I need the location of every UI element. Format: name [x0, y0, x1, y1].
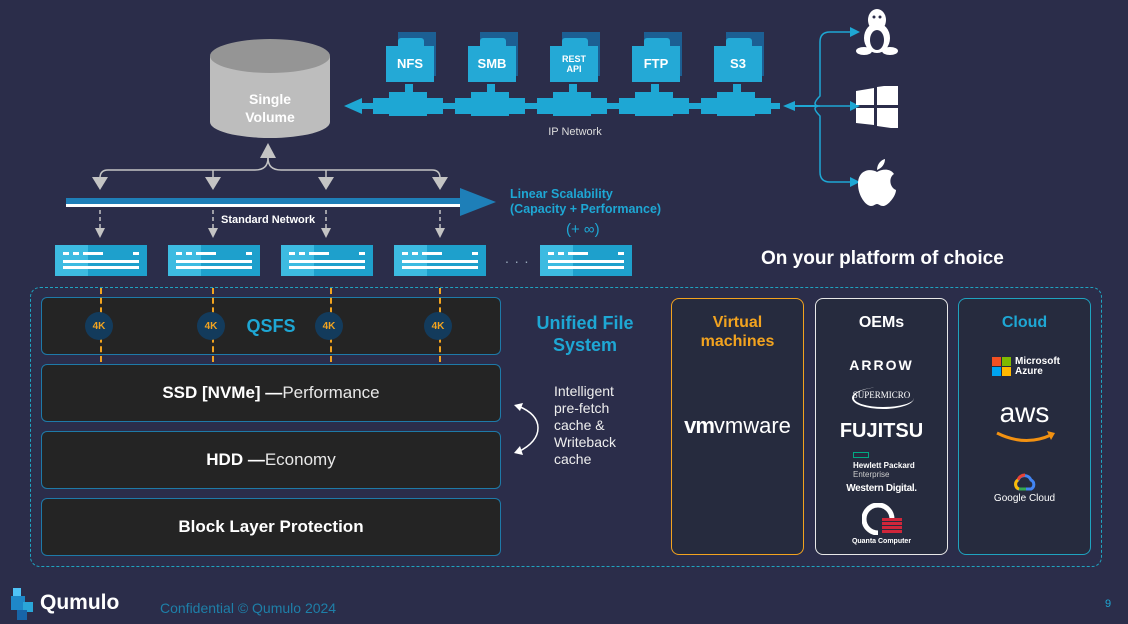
unified-line-2: System	[552, 335, 618, 355]
supermicro-logo: SUPERMICRO	[852, 390, 911, 400]
azure-line-2: Azure	[1015, 366, 1043, 377]
unified-line-1: Unified File	[536, 313, 634, 333]
cache-line: pre-fetch	[554, 400, 610, 416]
protocol-nfs: NFS	[384, 32, 436, 84]
oems-box: OEMs ARROW SUPERMICRO FUJITSU Hewlett Pa…	[815, 298, 948, 555]
vmware-logo: vmvmware	[684, 413, 791, 438]
protocol-label: NFS	[397, 56, 423, 71]
layer-subtitle: Performance	[282, 383, 380, 402]
standard-network-label: Standard Network	[221, 214, 316, 226]
protocol-smb: SMB	[466, 32, 518, 84]
layer-title: SSD [NVMe] —	[162, 383, 283, 402]
ip-network-label: IP Network	[548, 126, 602, 138]
hpe-logo: Hewlett Packard Enterprise	[853, 461, 915, 479]
protocol-label: SMB	[477, 56, 507, 71]
server-node	[168, 245, 260, 276]
ip-network-bus	[344, 84, 818, 116]
scalability-label: Linear Scalability (Capacity + Performan…	[510, 187, 661, 217]
virtual-machines-box: Virtual machines vmvmware	[671, 298, 804, 555]
page-number: 9	[1105, 598, 1112, 610]
microsoft-logo-icon	[992, 357, 1012, 377]
cache-line: Intelligent	[554, 383, 614, 399]
google-cloud-logo: Google Cloud	[993, 493, 1056, 504]
server-node	[281, 245, 373, 276]
layer-title: Block Layer Protection	[178, 517, 364, 536]
infinity-label: (+ ∞)	[566, 221, 600, 238]
hpe-line-2: Enterprise	[853, 470, 890, 479]
unified-file-system-label: Unified File System	[515, 312, 655, 356]
qumulo-logo-icon	[11, 588, 33, 620]
block-badge: 4K	[424, 312, 452, 340]
server-node	[394, 245, 486, 276]
windows-icon	[856, 86, 898, 128]
cache-line: cache	[554, 451, 592, 467]
layer-subtitle: Economy	[264, 450, 336, 469]
standard-network-diagram	[66, 143, 496, 238]
volume-label-1: Single	[248, 91, 291, 107]
cache-cycle-icon	[514, 403, 539, 455]
block-badge: 4K	[197, 312, 225, 340]
linux-icon	[856, 9, 898, 55]
block-protection-layer: Block Layer Protection	[41, 498, 501, 556]
fujitsu-logo: FUJITSU	[839, 420, 924, 442]
hdd-layer: HDD — Economy	[41, 431, 501, 489]
ssd-layer: SSD [NVMe] — Performance	[41, 364, 501, 422]
hpe-line-1: Hewlett Packard	[853, 461, 915, 470]
single-volume: Single Volume	[210, 38, 330, 138]
cloud-box: Cloud Microsoft Azure aws Google Cloud	[958, 298, 1091, 555]
vm-title-2: machines	[700, 333, 775, 350]
protocol-label: API	[566, 64, 582, 74]
volume-label-2: Volume	[245, 109, 295, 125]
confidential-notice: Confidential © Qumulo 2024	[160, 600, 337, 616]
apple-icon	[858, 159, 896, 206]
protocol-ftp: FTP	[630, 32, 682, 84]
vm-title-1: Virtual	[712, 314, 763, 331]
platform-heading: On your platform of choice	[761, 248, 1004, 269]
vmware-logo-text: vmware	[713, 413, 791, 438]
protocol-label: REST	[561, 54, 586, 64]
oems-title: OEMs	[858, 314, 905, 331]
aws-smile-icon	[996, 431, 1055, 442]
qsfs-layer: QSFS	[41, 297, 501, 355]
quanta-logo: Quanta Computer	[851, 538, 912, 545]
scalability-line-2: (Capacity + Performance)	[510, 202, 662, 216]
supermicro-swoosh	[852, 387, 914, 409]
server-node	[55, 245, 147, 276]
layer-title: HDD —	[206, 450, 265, 469]
azure-line-1: Microsoft	[1015, 356, 1060, 367]
quanta-logo-mark	[862, 503, 902, 535]
block-badge: 4K	[85, 312, 113, 340]
ellipsis: . . .	[505, 250, 530, 266]
cloud-title: Cloud	[1001, 314, 1048, 331]
arrow-logo: ARROW	[849, 357, 914, 373]
qumulo-brand: Qumulo	[40, 591, 120, 614]
cache-line: cache &	[554, 417, 605, 433]
qsfs-label: QSFS	[246, 315, 296, 336]
google-cloud-icon	[1014, 473, 1036, 491]
aws-logo: aws	[999, 397, 1050, 428]
azure-logo: Microsoft Azure	[1015, 357, 1060, 377]
protocol-label: FTP	[643, 56, 669, 71]
block-badge: 4K	[315, 312, 343, 340]
cache-description: Intelligent pre-fetch cache & Writeback …	[554, 383, 616, 468]
cluster-container	[30, 287, 1102, 567]
server-node	[540, 245, 632, 276]
western-digital-logo: Western Digital.	[846, 483, 917, 494]
protocol-s3: S3	[712, 32, 764, 84]
protocol-label: S3	[730, 56, 746, 71]
client-branch-arrows	[814, 27, 860, 187]
scalability-line-1: Linear Scalability	[510, 187, 613, 201]
hpe-logo-mark	[853, 452, 869, 458]
cylinder-icon	[210, 39, 330, 138]
cache-line: Writeback	[554, 434, 616, 450]
